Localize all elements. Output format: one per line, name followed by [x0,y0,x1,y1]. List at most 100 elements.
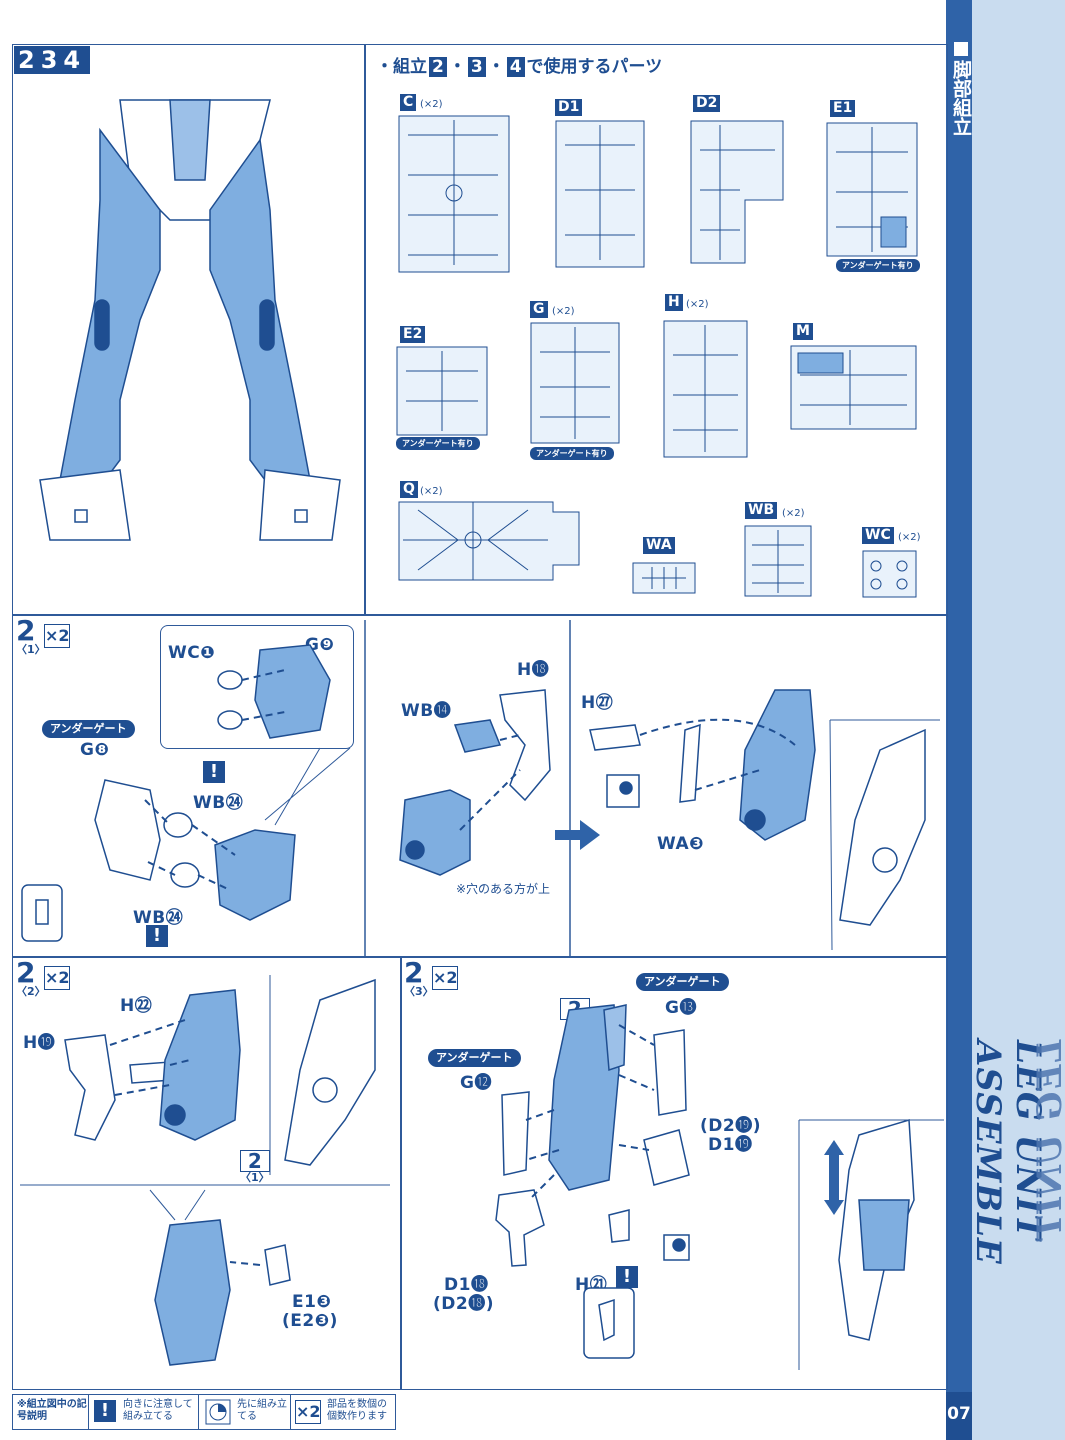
runner-e1-note: アンダーゲート有り [836,259,920,272]
step-2-2-head: 2〈2〉 [16,956,46,998]
hole-note: ※穴のある方が上 [456,882,551,896]
label-wb24-bottom: WB㉔ [133,908,184,928]
label-g8: G❽ [80,740,110,760]
caution-icon: ! [203,761,225,783]
runner-q-illustration [398,501,580,581]
legend-item-orientation: ! 向きに注意して組み立てる [88,1394,200,1430]
leg-unit-assemble-text: LEG UNIT ASSEMBLE [968,1040,1048,1265]
parts-step-3: 3 [467,57,486,77]
legend-title-box: ※組立図中の記号説明 [12,1394,90,1430]
runner-g-illustration [530,322,620,444]
steps-234-badge: 234 [14,46,91,74]
label-h19: H⓳ [23,1033,56,1053]
step-2-1-head: 2〈1〉 [16,614,46,656]
label-g12: G⓬ [460,1073,492,1093]
caution-icon: ! [94,1400,116,1422]
runner-wc-label: WC [862,527,894,544]
legend-item1-text: 向きに注意して組み立てる [123,1399,193,1422]
runner-g-note: アンダーゲート有り [530,447,614,460]
legs-overview-illustration [39,99,341,541]
label-d119: D1⓳ [708,1135,753,1155]
preassemble-icon [205,1399,231,1425]
runner-q-label: Q [400,481,418,498]
caution-icon: ! [146,925,168,947]
runner-d1-illustration [555,120,645,268]
step-2-2-multiplier: ×2 [44,966,70,990]
label-wb14: WB⓮ [401,701,452,721]
section-title: 脚部組立 [946,42,972,136]
legend-item-preassemble: 先に組み立てる [198,1394,292,1430]
runner-e2-illustration [396,346,488,436]
parts-step-4: 4 [506,57,525,77]
frame-parts-list [364,44,948,616]
runner-wb-count: (×2) [782,508,805,519]
label-wc1: WC❶ [168,643,216,663]
runner-m-label: M [793,323,813,340]
runner-c-illustration [398,115,510,273]
label-h22: H㉒ [120,996,153,1016]
label-e23: (E2❸) [282,1311,338,1331]
runner-c-label: C [400,94,417,111]
step-2-2-ref-sub: 〈1〉 [240,1171,270,1184]
label-d118: D1⓲ [444,1275,489,1295]
runner-g-count: (×2) [552,306,575,317]
step-2-2-illustration [20,975,390,1366]
step-2-1-divider-a [364,620,366,956]
runner-q-count: (×2) [420,486,443,497]
frame-step-2-2 [12,956,402,1390]
runner-m-illustration [790,345,917,430]
runner-e2-note: アンダーゲート有り [396,437,480,450]
runner-g-label: G [530,301,548,318]
step-2-3-number: 2 [404,956,424,989]
step-2-3-head: 2〈3〉 [404,956,434,998]
label-g13: G⓭ [665,998,697,1018]
label-h18: H⓲ [517,660,550,680]
legend-title: ※組立図中の記号説明 [17,1399,87,1422]
section-title-text: 脚部組立 [950,60,972,136]
step-2-3-sub: 〈3〉 [404,985,434,998]
step-2-2-ref: 2〈1〉 [240,1150,270,1184]
step-2-1-detail-box [160,625,354,749]
frame-step-2-3 [400,956,948,1390]
step-2-2-sub: 〈2〉 [16,985,46,998]
caution-icon: ! [616,1266,638,1288]
page-number: 07 [946,1392,972,1440]
step-2-1-illustration [21,644,940,951]
parts-step-2: 2 [429,57,447,77]
step-2-2-number: 2 [16,956,36,989]
under-gate-badge-g8: アンダーゲート [42,720,135,738]
legend-item2-text: 先に組み立てる [237,1399,287,1422]
parts-title-prefix: ・組立 [376,57,427,77]
runner-h-count: (×2) [686,299,709,310]
legend-item-multiple: ×2 部品を数個の個数作ります [290,1394,396,1430]
runner-h-illustration [663,320,748,458]
runner-c-count: (×2) [420,99,443,110]
runner-wb-label: WB [745,502,778,519]
label-wa3: WA❸ [657,834,705,854]
title-square-icon [954,42,968,56]
label-d219: (D2⓳) [700,1116,761,1136]
side-band-dark [946,0,972,1440]
leg-unit-assemble-mirror-text: LEG UNIT ASSEMBLE [1030,1040,1065,1241]
runner-e1-illustration [826,122,918,257]
label-wb24-top: WB㉔ [193,793,244,813]
runner-d2-illustration [690,120,784,264]
runner-d2-label: D2 [693,95,721,112]
step-2-3-multiplier: ×2 [432,966,458,990]
runner-wa-illustration [632,562,696,594]
runner-wb-illustration [744,525,812,597]
runner-e1-label: E1 [830,100,856,117]
legend-item3-text: 部品を数個の個数作ります [327,1399,387,1422]
label-h27: H㉗ [581,693,614,713]
step-2-2-ref-number: 2 [240,1150,270,1172]
runner-wa-label: WA [643,537,675,554]
parts-title-suffix: で使用するパーツ [526,57,663,77]
frame-step-2-1 [12,614,948,958]
runner-wc-count: (×2) [898,532,921,543]
label-e13: E1❸ [292,1292,332,1312]
step-2-1-number: 2 [16,614,36,647]
under-gate-badge-g13: アンダーゲート [636,973,729,991]
step-2-1-multiplier: ×2 [44,624,70,648]
